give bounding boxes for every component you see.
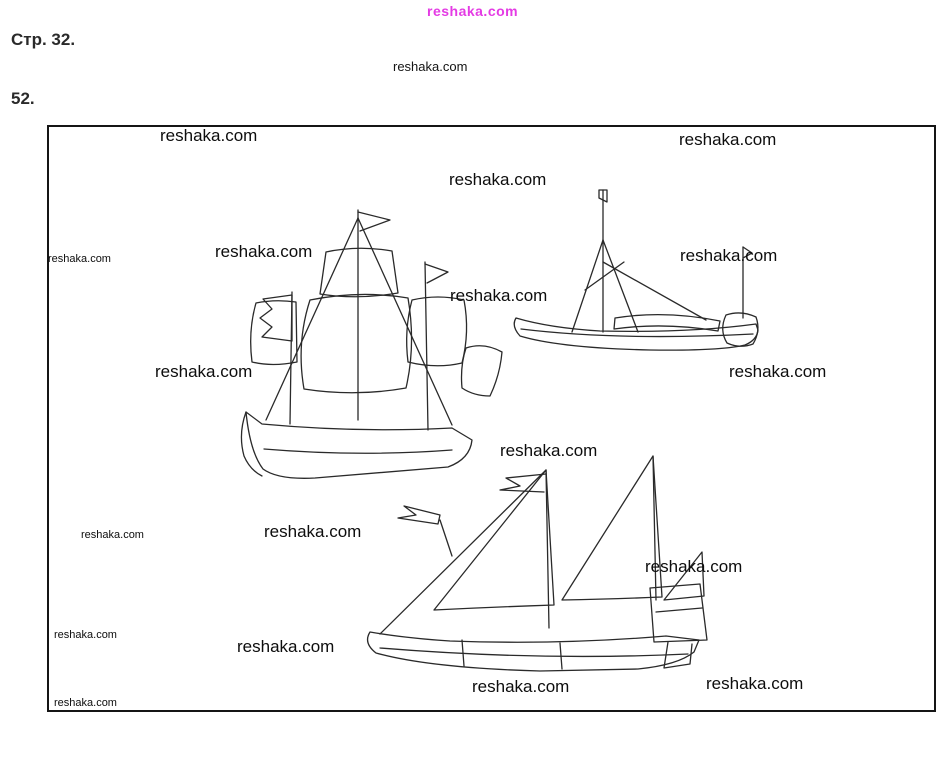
page-number-heading: Стр. 32. xyxy=(11,30,76,49)
watermark-text: reshaka.com xyxy=(81,529,144,541)
watermark-text: reshaka.com xyxy=(215,242,313,261)
site-watermark-top: reshaka.com xyxy=(427,3,519,19)
figure-box xyxy=(47,125,936,712)
watermark-text: reshaka.com xyxy=(500,441,598,460)
watermark-text: reshaka.com xyxy=(155,362,253,381)
exercise-number: 52. xyxy=(11,89,35,108)
watermark-text: reshaka.com xyxy=(264,522,362,541)
watermark-text: reshaka.com xyxy=(706,674,804,693)
watermark-text: reshaka.com xyxy=(160,126,258,145)
watermark-text: reshaka.com xyxy=(48,253,111,265)
watermark-text: reshaka.com xyxy=(645,557,743,576)
watermark-text: reshaka.com xyxy=(680,246,778,265)
site-watermark-header: reshaka.com xyxy=(393,59,468,74)
watermark-text: reshaka.com xyxy=(729,362,827,381)
watermark-text: reshaka.com xyxy=(472,677,570,696)
watermark-text: reshaka.com xyxy=(54,697,117,709)
watermark-text: reshaka.com xyxy=(679,130,777,149)
watermark-text: reshaka.com xyxy=(450,286,548,305)
watermark-text: reshaka.com xyxy=(449,170,547,189)
watermark-text: reshaka.com xyxy=(54,629,117,641)
watermark-text: reshaka.com xyxy=(237,637,335,656)
